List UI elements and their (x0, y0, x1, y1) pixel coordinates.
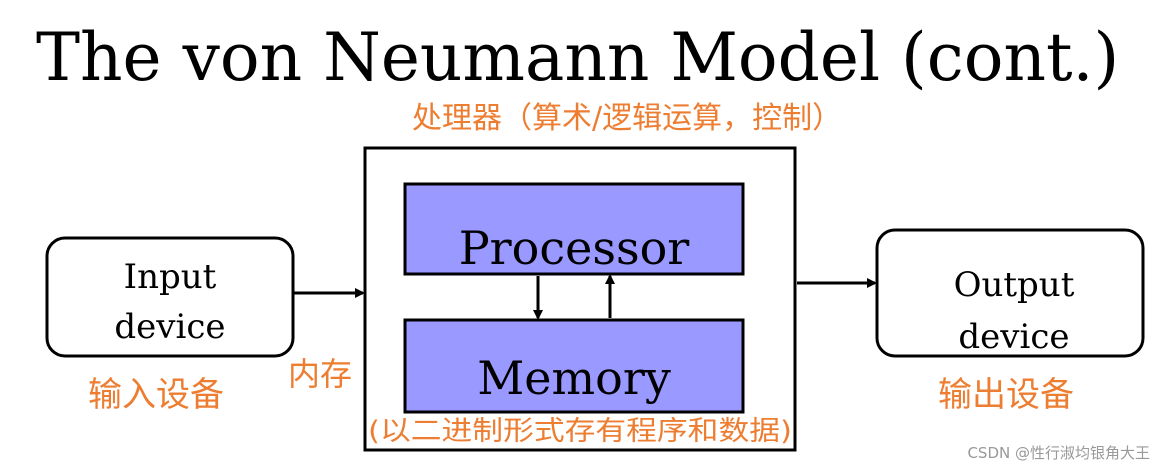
input-device-label-cn: 输入设备 (88, 375, 224, 415)
output-device-box (875, 228, 1145, 358)
input-device-line2: device (114, 307, 225, 347)
processor-label: Processor (459, 221, 690, 275)
input-device-box (45, 236, 295, 358)
watermark: CSDN @性行淑均银角大王 (967, 444, 1150, 462)
output-device-line2: device (958, 317, 1069, 357)
memory-block (403, 318, 745, 414)
output-device-line1: Output (954, 265, 1075, 305)
output-device-label-cn: 输出设备 (938, 375, 1074, 415)
page-title: The von Neumann Model (cont.) (36, 19, 1119, 96)
memory-label: Memory (477, 351, 671, 405)
processor-unit-label: 处理器（算术/逻辑运算，控制） (412, 101, 842, 136)
input-device-line1: Input (124, 257, 217, 297)
memory-description-cn: (以二进制形式存有程序和数据) (368, 416, 792, 447)
processor-block (403, 182, 745, 276)
memory-cn-label: 内存 (288, 355, 352, 393)
